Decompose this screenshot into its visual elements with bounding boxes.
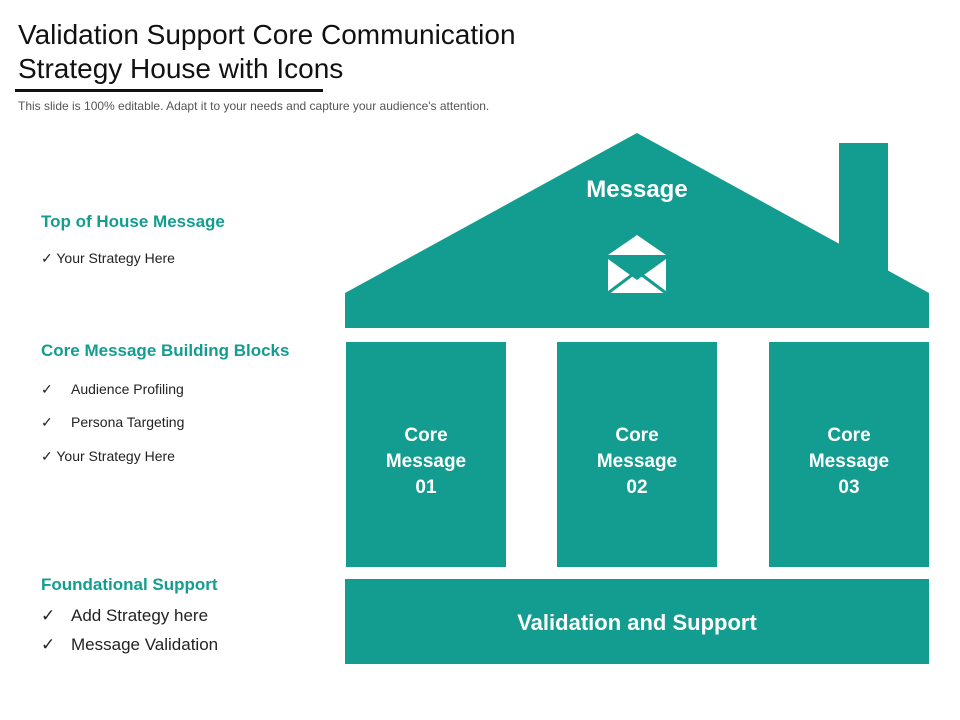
page-title: Validation Support Core Communication St… <box>18 19 516 84</box>
roof <box>345 133 929 328</box>
foundational-support-heading: Foundational Support <box>41 575 218 594</box>
core-item-2: ✓ Persona Targeting <box>41 414 184 431</box>
envelope-icon <box>607 235 667 295</box>
foundation-item-2-text: Message Validation <box>71 635 219 654</box>
foundation-item-2: ✓ Message Validation <box>41 635 218 655</box>
pillar-01-label: Core Message 01 <box>346 423 506 501</box>
core-item-3: ✓ Your Strategy Here <box>41 448 175 465</box>
foundation-label: Validation and Support <box>517 610 757 635</box>
title-underline <box>15 89 323 92</box>
pillar-01-line2: Message <box>385 451 467 472</box>
core-blocks-heading: Core Message Building Blocks <box>41 341 290 360</box>
pillar-01-line3: 01 <box>415 477 437 498</box>
core-item-1-text: Audience Profiling <box>71 381 184 397</box>
top-of-house-heading: Top of House Message <box>41 212 225 231</box>
top-item-1: ✓ Your Strategy Here <box>41 250 175 267</box>
pillar-02-line3: 02 <box>626 477 648 498</box>
pillar-03-line1: Core <box>827 425 871 446</box>
pillar-03-line2: Message <box>808 451 890 472</box>
foundation-item-1: ✓ Add Strategy here <box>41 606 208 626</box>
checkmark-icon: ✓ <box>41 381 53 397</box>
checkmark-icon: ✓ <box>41 250 53 266</box>
checkmark-icon: ✓ <box>41 635 56 654</box>
pillar-03-line3: 03 <box>838 477 860 498</box>
pillar-02 <box>557 342 717 567</box>
pillar-02-label: Core Message 02 <box>557 423 717 501</box>
pillar-02-line1: Core <box>615 425 659 446</box>
checkmark-icon: ✓ <box>41 414 53 430</box>
roof-label: Message <box>586 176 688 203</box>
core-item-2-text: Persona Targeting <box>71 414 185 430</box>
page-subtitle: This slide is 100% editable. Adapt it to… <box>18 99 490 113</box>
foundation-base <box>345 579 929 664</box>
pillar-01-line1: Core <box>404 425 448 446</box>
core-item-1: ✓ Audience Profiling <box>41 381 184 398</box>
checkmark-icon: ✓ <box>41 448 53 464</box>
pillar-01 <box>346 342 506 567</box>
checkmark-icon: ✓ <box>41 606 56 625</box>
top-item-1-text: Your Strategy Here <box>56 250 175 266</box>
foundation-item-1-text: Add Strategy here <box>71 606 209 625</box>
pillar-03 <box>769 342 929 567</box>
pillar-03-label: Core Message 03 <box>769 423 929 501</box>
pillar-02-line2: Message <box>596 451 678 472</box>
core-item-3-text: Your Strategy Here <box>56 448 175 464</box>
